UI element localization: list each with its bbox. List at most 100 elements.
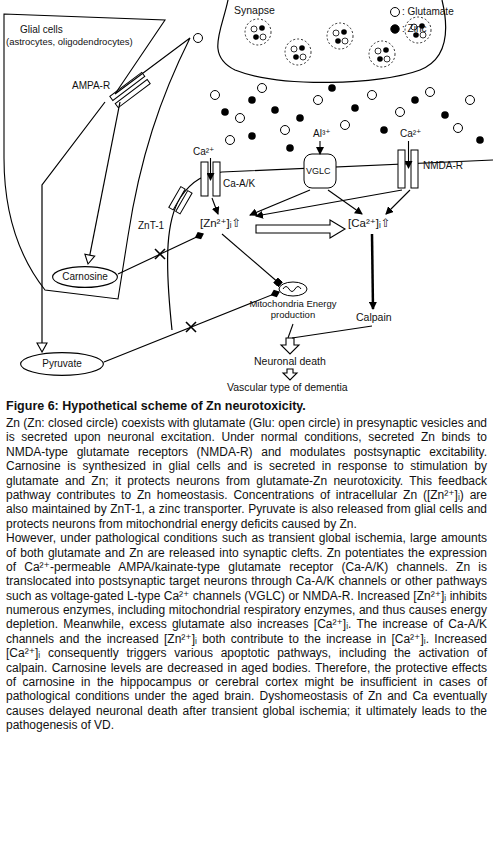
release-arrow: [42, 102, 120, 300]
ampa-receptor: [115, 80, 150, 108]
mitochondrion: [279, 282, 307, 296]
block-cross: [155, 249, 165, 259]
mitochondrion: [279, 282, 307, 296]
znt1-transporter: [176, 191, 192, 214]
zinc-dot: [380, 126, 388, 134]
vesicle-zinc: [253, 23, 425, 62]
pyruvate-oval: Pyruvate: [20, 352, 104, 376]
channel-label: Ca-A/K: [223, 178, 255, 190]
outcome-label: Vascular type of dementia: [227, 381, 348, 394]
glial-cell-outline: [0, 8, 215, 300]
node-text: (astrocytes, oligodendrocytes): [6, 36, 133, 47]
glutamate-dot: [454, 124, 463, 133]
zinc-dot: [296, 114, 304, 122]
caption-title: Figure 6: Hypothetical scheme of Zn neur…: [6, 398, 487, 415]
glutamate-dot: [396, 108, 405, 117]
glutamate-dot: [236, 114, 245, 123]
structure-label: Synapse: [234, 4, 275, 17]
vesicle-glutamate: [291, 46, 297, 52]
channel: [411, 150, 418, 188]
merge-line: [288, 324, 372, 338]
receptor-label: NMDA-R: [423, 160, 463, 172]
zinc-dot: [286, 144, 294, 152]
carnosine-oval-outline: [53, 267, 118, 288]
block-arrow: [281, 338, 299, 354]
zinc-dot: [221, 108, 229, 116]
channel: [201, 162, 208, 196]
connector-arrow: [37, 300, 47, 352]
channel: [201, 150, 418, 196]
zinc-dot: [248, 96, 256, 104]
connector-line: [41, 300, 42, 343]
vesicle-glutamate: [342, 38, 348, 44]
synaptic-vesicle: [285, 39, 311, 65]
caption-paragraph: However, under pathological conditions s…: [6, 531, 487, 732]
zinc-dot: [271, 106, 279, 114]
synaptic-vesicle: [245, 19, 271, 45]
glutamate-dot: [314, 96, 323, 105]
vesicle-zinc: [335, 38, 341, 44]
release-arrow: [90, 102, 120, 255]
zinc-dot: [328, 84, 336, 92]
legend-symbol: [391, 25, 399, 33]
connector-head: [37, 343, 47, 352]
vesicle-zinc: [253, 34, 259, 40]
node-text: Carnosine: [52, 266, 118, 288]
glutamate-dot: [194, 34, 475, 145]
carnosine-oval: Carnosine: [52, 266, 118, 288]
legend-text: : Glutamate: [402, 6, 454, 18]
glial-cell: Glial cells(astrocytes, oligodendrocytes…: [0, 8, 215, 300]
glial-cell-outline: [4, 14, 190, 299]
node-text: Glial cells: [20, 24, 63, 36]
ion-label: Ca²⁺: [400, 128, 421, 140]
illustration: [0, 0, 493, 400]
influx-arrow: [212, 198, 218, 214]
vesicle-zinc: [341, 29, 347, 35]
concentration-label: [Ca²⁺]ᵢ⇧: [348, 217, 390, 231]
block-arrow: [256, 220, 345, 238]
inhibition-line: [222, 234, 280, 284]
influx-arrow: [319, 141, 320, 154]
channel: [398, 150, 405, 188]
ion-label: Al³⁺: [313, 128, 331, 140]
vesicle-glutamate: [251, 24, 426, 62]
legend-symbol: [391, 8, 400, 17]
merge-line: [288, 324, 293, 338]
glutamate-dot: [466, 96, 475, 105]
merge-line: [292, 326, 372, 338]
ion-label: Ca²⁺: [193, 146, 214, 158]
release-arrow-head: [85, 254, 95, 264]
connector-layer: [0, 0, 493, 400]
synaptic-vesicle: [245, 17, 431, 67]
inhibition-line: [118, 234, 203, 274]
vesicle-glutamate: [300, 54, 306, 60]
influx-arrow: [386, 190, 410, 214]
vesicle-zinc: [383, 47, 389, 53]
influx-arrow: [408, 141, 409, 168]
legend-text: : Zinc: [402, 23, 426, 35]
block-cross: [186, 322, 196, 332]
ampa-receptor: [110, 72, 150, 107]
caption-paragraph: Zn (Zn: closed circle) coexists with glu…: [6, 416, 487, 531]
zinc-dot: [441, 111, 449, 119]
zinc-dot: [248, 132, 256, 140]
glutamate-dot: [368, 91, 377, 100]
release-arrow-head: [85, 254, 95, 264]
organelle-label: Mitochondria Energy production: [245, 298, 341, 321]
influx-arrow: [210, 158, 211, 180]
glutamate-dot: [211, 91, 220, 100]
zinc-dot: [221, 84, 484, 152]
vesicle-glutamate: [333, 30, 339, 36]
glutamate-dot: [194, 34, 203, 43]
concentration-label: [Zn²⁺]ᵢ⇧: [200, 217, 241, 231]
channel: [304, 154, 336, 188]
zinc-dot: [476, 136, 484, 144]
glutamate-dot: [226, 136, 235, 145]
zinc-dot: [411, 96, 419, 104]
receptor-label: AMPA-R: [72, 80, 110, 92]
calpain-arrow: [372, 234, 373, 309]
channel: [213, 162, 220, 196]
vesicle-glutamate: [260, 34, 266, 40]
vesicle-zinc: [293, 54, 299, 60]
